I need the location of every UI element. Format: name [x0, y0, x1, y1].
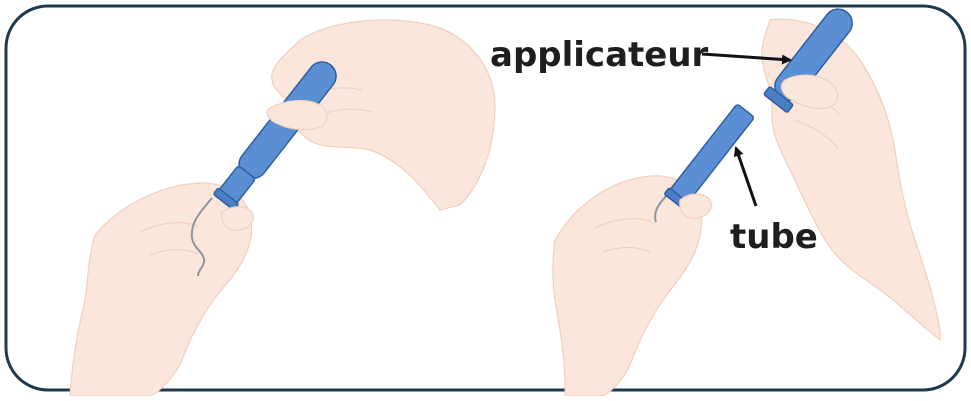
label-tube: tube	[730, 217, 818, 257]
label-applicator: applicateur	[490, 35, 709, 75]
right-lower-thumb	[680, 194, 712, 218]
left-lower-thumb	[222, 207, 254, 231]
